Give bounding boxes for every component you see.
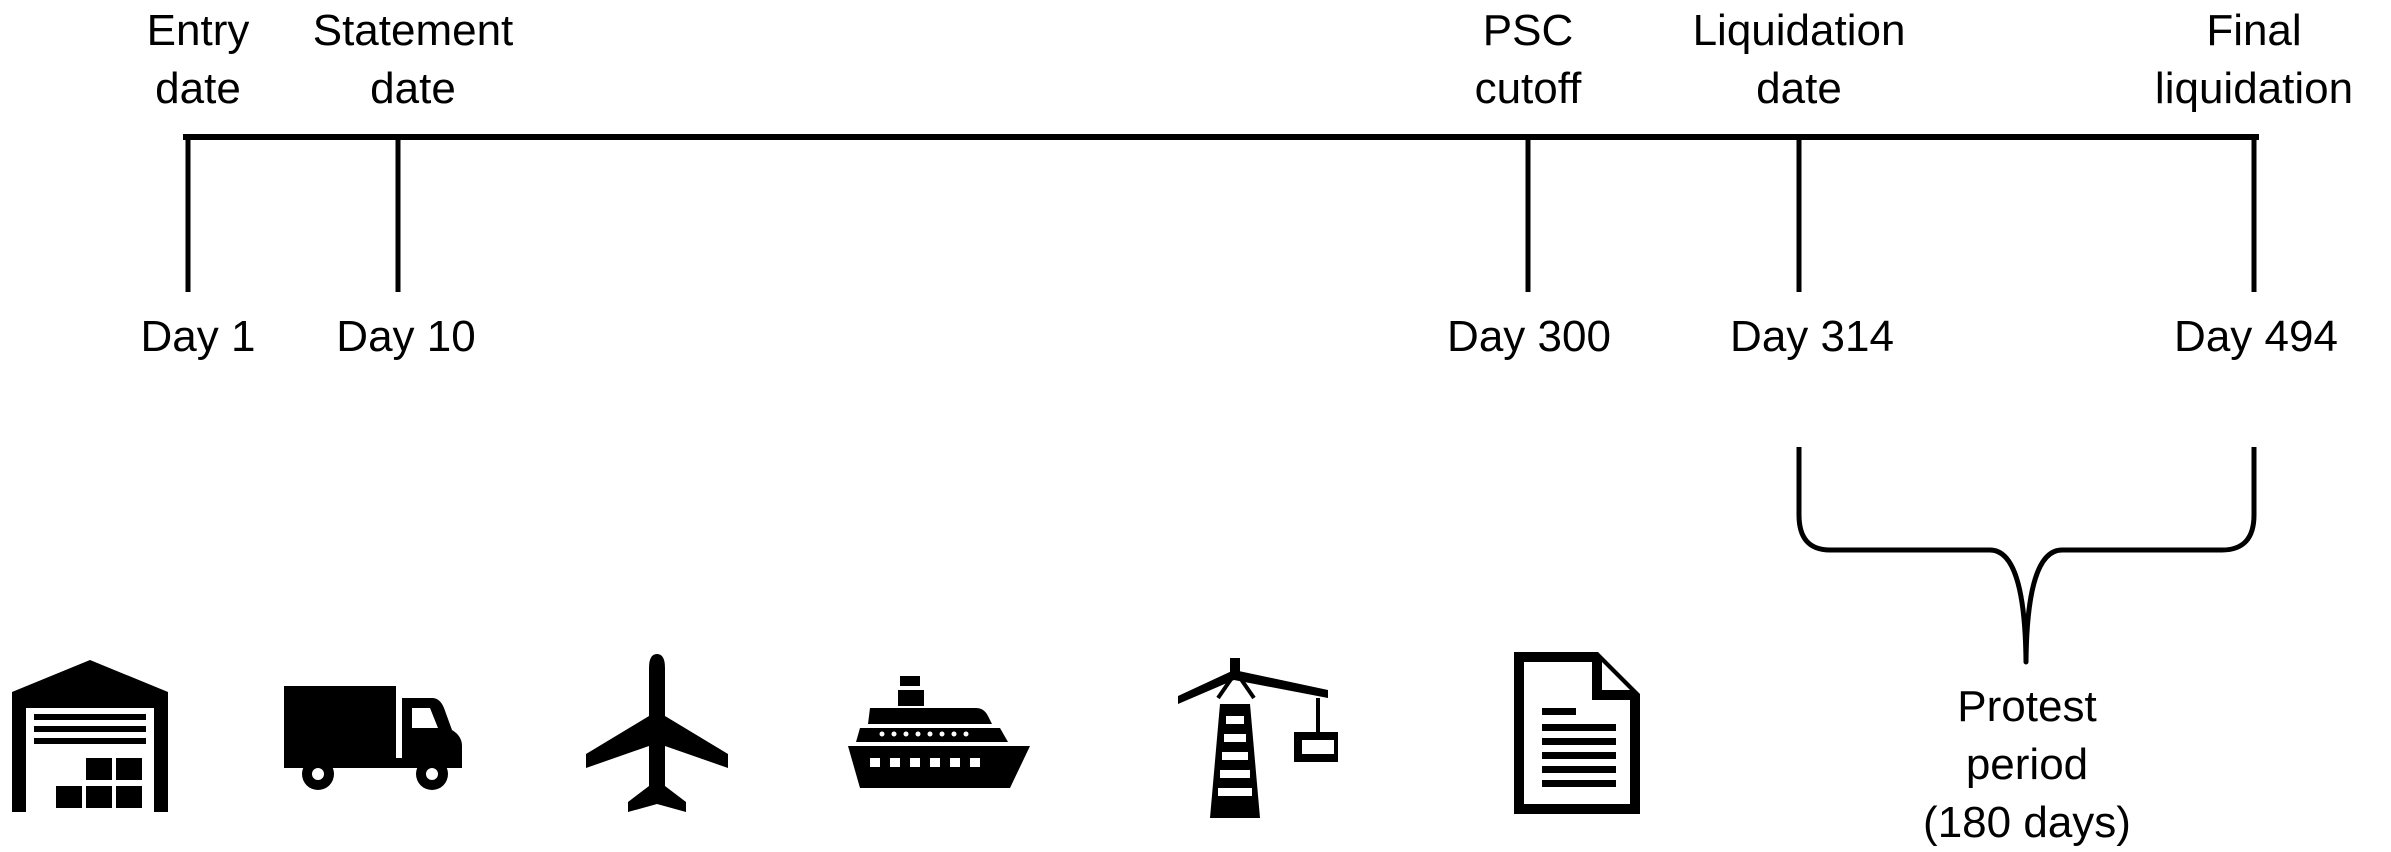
day-label-liquidation: Day 314 <box>1730 312 1894 361</box>
truck-icon <box>284 686 462 790</box>
protest-brace <box>1796 447 2257 665</box>
label-final-liquidation: Final liquidation <box>2154 6 2354 113</box>
day-label-final: Day 494 <box>2174 312 2338 361</box>
warehouse-icon <box>12 660 168 812</box>
label-entry-date: Entry date <box>146 6 250 113</box>
day-label-psc: Day 300 <box>1447 312 1611 361</box>
crane-icon <box>1178 658 1338 818</box>
day-label-entry: Day 1 <box>140 312 256 361</box>
label-liquidation-date: Liquidation date <box>1692 6 1906 113</box>
label-psc-cutoff: PSC cutoff <box>1474 6 1582 113</box>
document-icon <box>1514 652 1640 814</box>
day-label-statement: Day 10 <box>336 312 476 361</box>
airplane-icon <box>586 654 728 812</box>
protest-period-label: Protest period (180 days) <box>1923 682 2131 847</box>
ship-icon <box>848 676 1030 788</box>
label-statement-date: Statement date <box>312 6 514 113</box>
